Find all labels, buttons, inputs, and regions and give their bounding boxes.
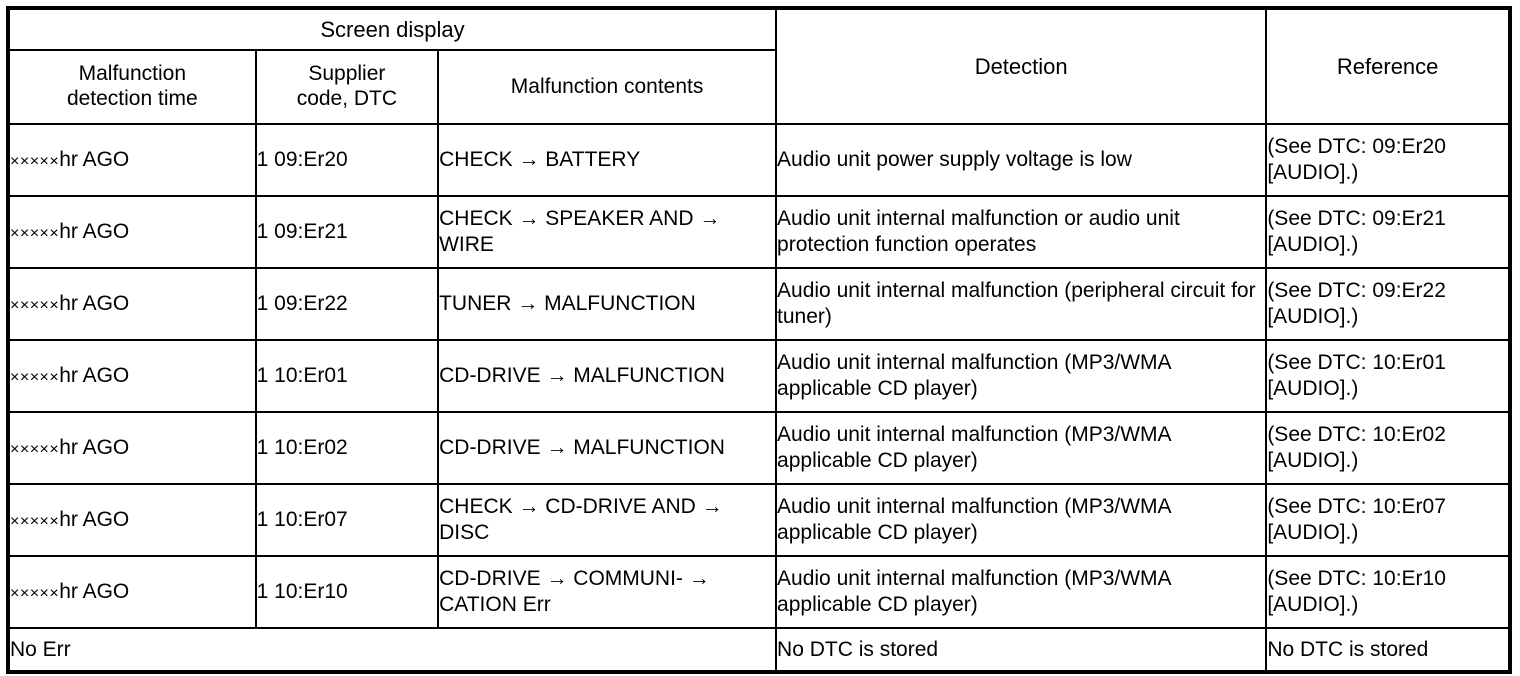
cell-reference-text: (See DTC: 09:Er20 [AUDIO].) xyxy=(1265,123,1511,197)
table-row: ×××××hr AGO 1 09:Er20 CHECK → BATTERY Au… xyxy=(7,123,1511,197)
time-unit-label: hr AGO xyxy=(59,364,130,387)
cell-detection-text: Audio unit internal malfunction (MP3/WMA… xyxy=(775,339,1268,413)
cell-detection-text: Audio unit internal malfunction (periphe… xyxy=(775,267,1268,341)
time-unit-label: hr AGO xyxy=(59,148,130,171)
time-unit-label: hr AGO xyxy=(59,580,130,603)
header-malfunction-detection-time: Malfunction detection time xyxy=(7,49,257,125)
cell-detection-time: ×××××hr AGO xyxy=(7,411,257,485)
cell-detection-time: ×××××hr AGO xyxy=(7,123,257,197)
time-x-placeholder: ××××× xyxy=(10,585,60,602)
cell-supplier-code: 1 09:Er20 xyxy=(254,123,440,197)
table-row-no-error: No Err No DTC is stored No DTC is stored xyxy=(6,627,1511,673)
cell-reference-text: (See DTC: 09:Er21 [AUDIO].) xyxy=(1265,195,1511,269)
cell-no-dtc-detection: No DTC is stored xyxy=(775,627,1268,673)
cell-supplier-code: 1 10:Er02 xyxy=(254,411,440,485)
time-x-placeholder: ××××× xyxy=(10,225,60,242)
cell-malfunction-contents: CD-DRIVE → MALFUNCTION xyxy=(437,411,778,485)
cell-reference-text: (See DTC: 10:Er02 [AUDIO].) xyxy=(1265,411,1511,485)
cell-detection-time: ×××××hr AGO xyxy=(7,267,257,341)
cell-malfunction-contents: CD-DRIVE → COMMUNI- → CATION Err xyxy=(437,555,778,629)
cell-detection-text: Audio unit internal malfunction or audio… xyxy=(775,195,1268,269)
header-code-line1: Supplier xyxy=(308,62,386,86)
cell-malfunction-contents: CHECK → BATTERY xyxy=(437,123,778,197)
header-sub-row: Malfunction detection time Supplier code… xyxy=(7,49,1510,125)
cell-malfunction-contents: CHECK → SPEAKER AND → WIRE xyxy=(437,195,778,269)
time-x-placeholder: ××××× xyxy=(10,153,60,170)
cell-no-dtc-reference: No DTC is stored xyxy=(1265,627,1511,673)
cell-reference-text: (See DTC: 10:Er10 [AUDIO].) xyxy=(1265,555,1511,629)
cell-supplier-code: 1 09:Er21 xyxy=(254,195,440,269)
time-x-placeholder: ××××× xyxy=(10,297,60,314)
cell-no-err-label: No Err xyxy=(6,627,778,673)
header-code-line2: code, DTC xyxy=(296,87,398,110)
cell-malfunction-contents: CHECK → CD-DRIVE AND → DISC xyxy=(437,483,778,557)
cell-reference-text: (See DTC: 10:Er07 [AUDIO].) xyxy=(1265,483,1511,557)
header-detection: Detection xyxy=(775,7,1268,125)
time-unit-label: hr AGO xyxy=(59,292,130,315)
time-unit-label: hr AGO xyxy=(59,436,130,459)
table-row: ×××××hr AGO 1 09:Er21 CHECK → SPEAKER AN… xyxy=(7,195,1511,269)
cell-reference-text: (See DTC: 10:Er01 [AUDIO].) xyxy=(1265,339,1511,413)
cell-supplier-code: 1 09:Er22 xyxy=(254,267,440,341)
time-unit-label: hr AGO xyxy=(59,508,130,531)
cell-detection-time: ×××××hr AGO xyxy=(7,483,257,557)
table-header: Screen display Detection Reference Malfu… xyxy=(6,7,1511,125)
table-row: ×××××hr AGO 1 10:Er07 CHECK → CD-DRIVE A… xyxy=(7,483,1511,557)
cell-detection-text: Audio unit power supply voltage is low xyxy=(775,123,1268,197)
cell-supplier-code: 1 10:Er01 xyxy=(254,339,440,413)
cell-detection-text: Audio unit internal malfunction (MP3/WMA… xyxy=(775,411,1268,485)
table-row: ×××××hr AGO 1 10:Er10 CD-DRIVE → COMMUNI… xyxy=(7,555,1511,629)
table-row: ×××××hr AGO 1 09:Er22 TUNER → MALFUNCTIO… xyxy=(7,267,1511,341)
cell-supplier-code: 1 10:Er10 xyxy=(254,555,440,629)
table-body: ×××××hr AGO 1 09:Er20 CHECK → BATTERY Au… xyxy=(6,123,1511,673)
cell-detection-text: Audio unit internal malfunction (MP3/WMA… xyxy=(775,555,1268,629)
cell-malfunction-contents: TUNER → MALFUNCTION xyxy=(437,267,778,341)
header-group-row: Screen display Detection Reference xyxy=(6,7,1511,125)
cell-detection-time: ×××××hr AGO xyxy=(7,555,257,629)
time-x-placeholder: ××××× xyxy=(10,369,60,386)
cell-detection-time: ×××××hr AGO xyxy=(7,195,257,269)
header-screen-display: Screen display xyxy=(6,7,778,51)
header-supplier-code-dtc: Supplier code, DTC xyxy=(254,49,440,125)
time-x-placeholder: ××××× xyxy=(10,513,60,530)
header-time-line2: detection time xyxy=(66,87,198,110)
header-reference: Reference xyxy=(1265,7,1511,125)
table-row: ×××××hr AGO 1 10:Er02 CD-DRIVE → MALFUNC… xyxy=(7,411,1511,485)
dtc-malfunction-table: Screen display Detection Reference Malfu… xyxy=(6,6,1512,674)
time-x-placeholder: ××××× xyxy=(10,441,60,458)
cell-detection-time: ×××××hr AGO xyxy=(7,339,257,413)
header-malfunction-contents: Malfunction contents xyxy=(437,49,778,125)
cell-malfunction-contents: CD-DRIVE → MALFUNCTION xyxy=(437,339,778,413)
cell-reference-text: (See DTC: 09:Er22 [AUDIO].) xyxy=(1265,267,1511,341)
cell-supplier-code: 1 10:Er07 xyxy=(254,483,440,557)
time-unit-label: hr AGO xyxy=(59,220,130,243)
table-row: ×××××hr AGO 1 10:Er01 CD-DRIVE → MALFUNC… xyxy=(7,339,1511,413)
cell-detection-text: Audio unit internal malfunction (MP3/WMA… xyxy=(775,483,1268,557)
header-time-line1: Malfunction xyxy=(78,62,187,86)
